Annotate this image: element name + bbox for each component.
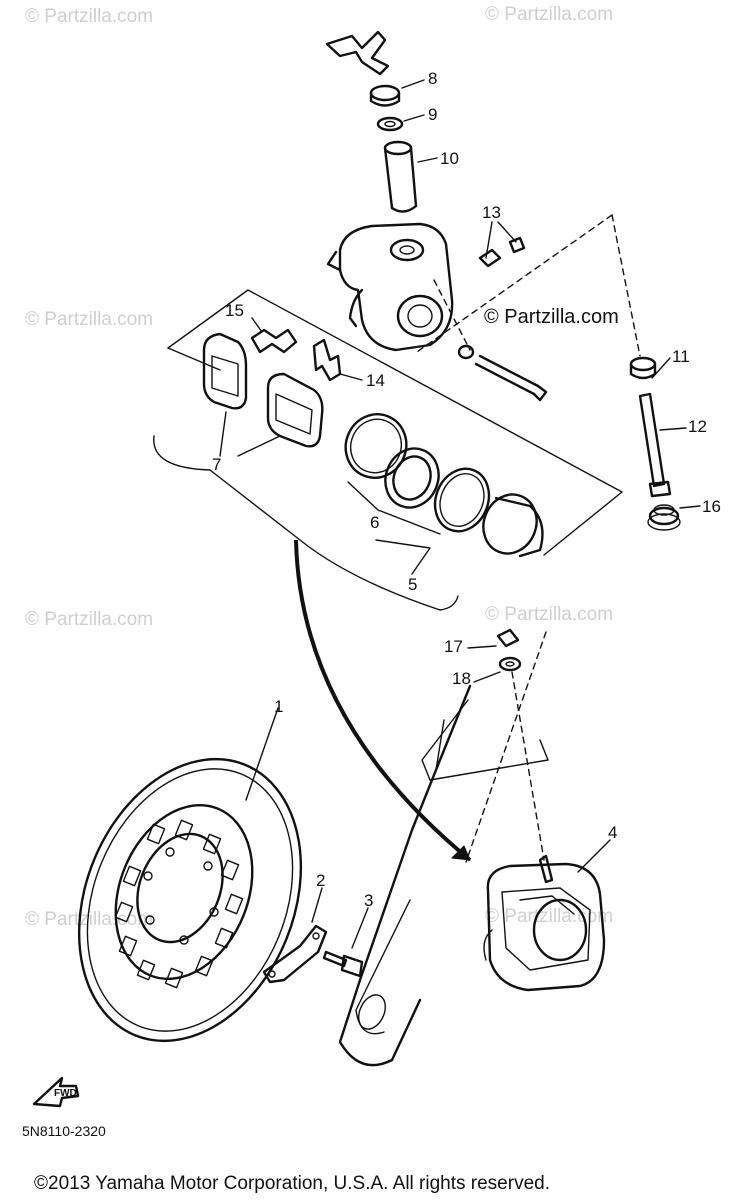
disc-vent-holes [114,819,244,989]
part-14-clip [312,338,363,382]
part-9-washer [376,114,425,132]
part-13-bleed-screw [478,221,526,268]
fork-leg [338,684,549,1067]
piston [482,493,544,558]
watermarks: © Partzilla.com © Partzilla.com © Partzi… [25,4,619,930]
caliper-bolt [457,344,548,402]
watermark-center: © Partzilla.com [484,306,619,328]
callout-16: 16 [702,497,721,516]
assembly-arrow [294,539,472,862]
assembly-guide-lines [413,214,641,863]
caliper-body-upper [326,222,454,352]
diagram-code: 5N8110-2320 [22,1123,106,1139]
copyright-notice: ©2013 Yamaha Motor Corporation, U.S.A. A… [34,1173,550,1194]
part-4-caliper-assembly [483,854,606,992]
fwd-arrow: FWD [32,1076,80,1108]
part-3-bolt [322,950,364,978]
callout-14: 14 [366,371,385,390]
callout-leaders [245,357,701,949]
callout-2: 2 [316,871,325,890]
pad-assembly-outline [153,289,623,611]
part-10-pin [383,140,438,213]
part-7-brake-pads [202,332,324,457]
callout-6: 6 [370,513,379,532]
callout-4: 4 [608,823,617,842]
callout-9: 9 [428,105,437,124]
fwd-label: FWD [54,1088,77,1099]
watermark-top-right: © Partzilla.com [485,4,613,25]
callout-3: 3 [364,891,373,910]
disc-bolt-holes [143,847,219,945]
hose-clip [325,30,390,76]
part-8-cap [369,79,425,107]
callout-5: 5 [408,575,417,594]
watermark-mid-left: © Partzilla.com [25,309,153,330]
part-12-bolt [638,392,672,498]
part-2-lock-plate [262,924,328,984]
callout-8: 8 [428,69,437,88]
callout-10: 10 [440,149,459,168]
part-11-collar [629,356,657,380]
part-6-seals [344,413,491,535]
part-15-pad-spring [250,317,298,354]
callout-7: 7 [212,455,221,474]
callout-13: 13 [482,203,501,222]
watermark-bottom-left: © Partzilla.com [25,909,153,930]
callout-15: 15 [225,301,244,320]
part-17-18-nut-washer [496,628,522,672]
watermark-top-left: © Partzilla.com [25,6,153,27]
callout-12: 12 [688,417,707,436]
part-1-brake-disc [77,757,303,1043]
callout-1: 1 [274,697,283,716]
callout-numbers: 8 9 10 13 15 14 7 6 5 11 12 16 17 18 1 2… [212,69,721,910]
callout-17: 17 [444,637,463,656]
part-16-boot [647,504,681,531]
callout-11: 11 [672,347,690,366]
watermark-lower-right: © Partzilla.com [485,604,613,625]
watermark-lower-left: © Partzilla.com [25,609,153,630]
callout-18: 18 [452,669,471,688]
